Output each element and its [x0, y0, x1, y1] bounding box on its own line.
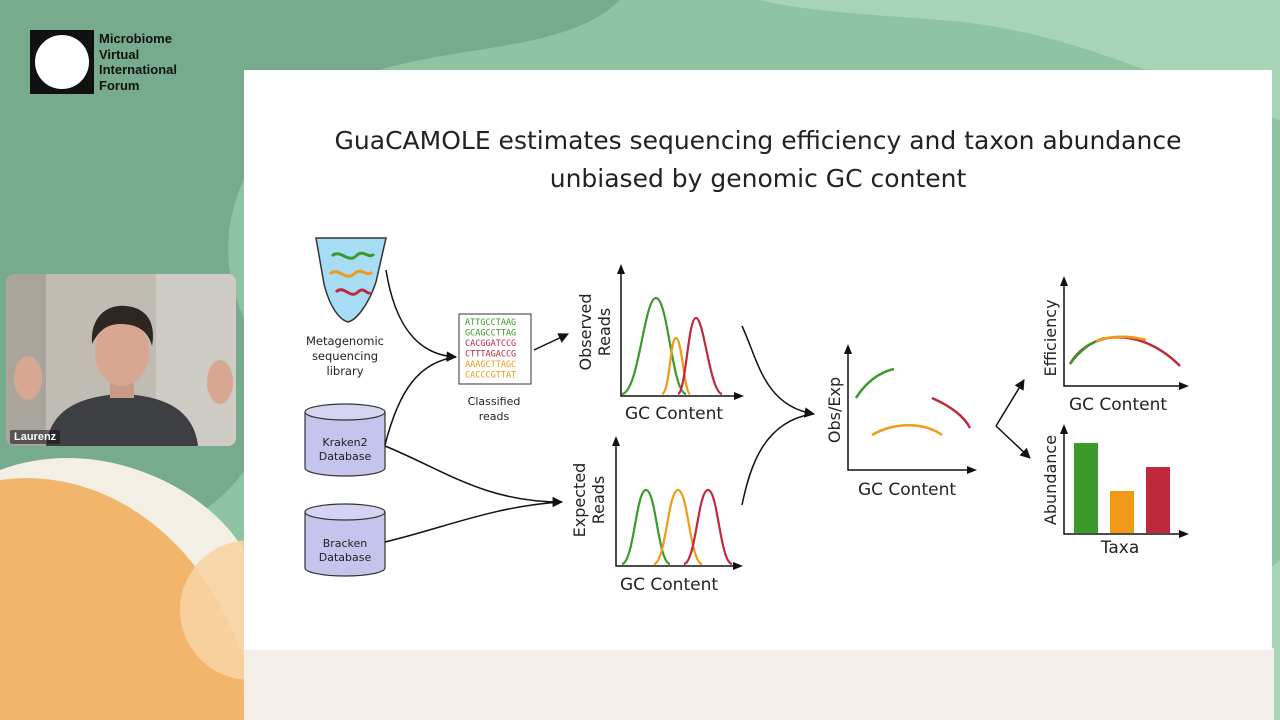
abundance-bar	[1146, 467, 1170, 533]
logo-text: Microbiome Virtual International Forum	[99, 31, 177, 93]
bracken-label: Database	[319, 551, 372, 564]
logo-line: International	[99, 62, 178, 77]
pipeline-diagram: Metagenomic sequencing library Kraken2 D…	[304, 237, 1189, 595]
obs-exp-ylabel: Obs/Exp	[825, 377, 844, 443]
efficiency-plot	[1060, 276, 1189, 390]
bracken-database-icon	[304, 503, 386, 577]
observed-ylabel: Observed	[576, 294, 595, 371]
obs-exp-xlabel: GC Content	[858, 480, 956, 500]
kraken2-label: Database	[319, 450, 372, 463]
bracken-label: Bracken	[323, 537, 368, 550]
observed-ylabel: Reads	[595, 308, 614, 357]
slide-title-line-1: GuaCAMOLE estimates sequencing efficienc…	[334, 126, 1182, 155]
logo-line: Microbiome	[99, 31, 172, 46]
slide-title-line-2: unbiased by genomic GC content	[549, 164, 967, 193]
forum-logo: Microbiome Virtual International Forum	[30, 30, 177, 94]
expected-to-obsexp-arrow	[741, 413, 813, 506]
classified-reads-box	[458, 313, 532, 385]
abundance-bars	[1074, 443, 1170, 533]
participant-name: Laurenz	[10, 430, 61, 444]
kraken2-label: Kraken2	[322, 436, 367, 449]
sequencing-library-icon	[315, 237, 387, 323]
expected-ylabel: Expected	[570, 463, 589, 538]
presentation-slide: GuaCAMOLE estimates sequencing efficienc…	[244, 70, 1272, 650]
classified-read-line: AAAGCTTAGC	[465, 360, 516, 370]
observed-xlabel: GC Content	[625, 404, 723, 424]
webcam-video	[6, 274, 236, 446]
webcam-tile[interactable]: Laurenz	[6, 274, 236, 446]
observed-to-obsexp-arrow	[741, 325, 816, 418]
expected-reads-plot	[612, 436, 743, 570]
expected-xlabel: GC Content	[620, 575, 718, 595]
classified-reads-label: reads	[479, 410, 510, 423]
library-label: sequencing	[312, 349, 378, 363]
expected-ylabel: Reads	[589, 476, 608, 525]
efficiency-ylabel: Efficiency	[1041, 299, 1060, 376]
slide-title: GuaCAMOLE estimates sequencing efficienc…	[244, 122, 1272, 198]
classified-read-line: ATTGCCTAAG	[465, 318, 516, 328]
logo-mark	[30, 30, 94, 94]
observed-reads-plot	[617, 264, 744, 400]
abundance-ylabel: Abundance	[1041, 435, 1060, 525]
abundance-xlabel: Taxa	[1100, 538, 1139, 558]
classified-read-line: CACCCGTTAT	[465, 371, 516, 381]
classified-read-line: CTTTAGACCG	[465, 350, 516, 360]
kraken2-database-icon	[304, 403, 386, 477]
reads-to-observed-arrow	[533, 333, 569, 351]
efficiency-xlabel: GC Content	[1069, 395, 1167, 415]
abundance-bar	[1110, 491, 1134, 533]
to-efficiency-arrow	[995, 379, 1025, 427]
kraken-to-expected-arrow	[384, 445, 564, 508]
bracken-to-expected-arrow	[384, 501, 563, 543]
logo-line: Forum	[99, 77, 140, 93]
abundance-plot	[1060, 424, 1189, 538]
library-label: library	[327, 364, 364, 378]
obs-exp-plot	[844, 344, 977, 474]
library-to-reads-arrow	[385, 269, 458, 362]
classified-reads-label: Classified	[468, 395, 521, 408]
to-abundance-arrow	[995, 425, 1031, 459]
classified-read-line: CACGGATCCG	[465, 339, 516, 349]
abundance-bar	[1074, 443, 1098, 533]
library-label: Metagenomic	[306, 334, 384, 348]
logo-line: Virtual	[99, 46, 140, 62]
kraken-to-reads-arrow	[384, 356, 457, 446]
classified-read-line: GCAGCCTTAG	[465, 329, 516, 339]
